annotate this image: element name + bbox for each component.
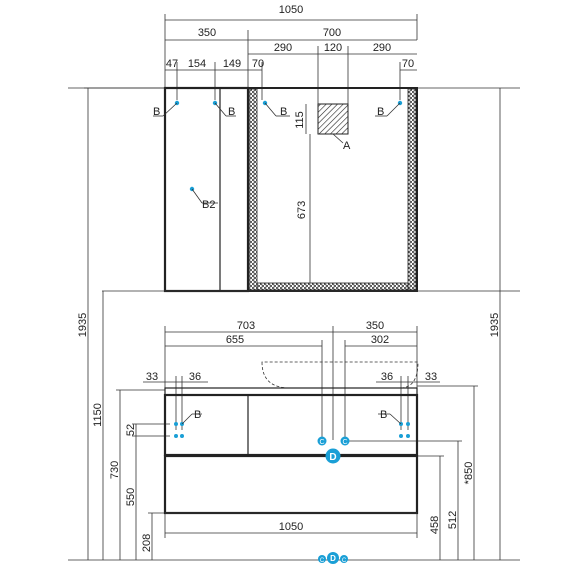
water-point-4 [180, 434, 184, 438]
dim-290-left: 290 [274, 42, 292, 54]
floor-label-d: D [330, 554, 336, 563]
top-dimensions: 1050 350 700 290 120 290 47 154 149 70 7… [164, 4, 418, 104]
dim-120: 120 [324, 42, 342, 54]
dim-290-right: 290 [373, 42, 391, 54]
label-b-3: B [280, 106, 287, 118]
dim-850: *850 [463, 462, 475, 485]
label-b2-point: B2 [202, 199, 215, 211]
dim-700-top: 700 [323, 27, 341, 39]
dim-1935-left: 1935 [77, 313, 89, 337]
mirror-edge-bottom [256, 282, 409, 291]
dim-1935-right: 1935 [489, 313, 501, 337]
water-point-7 [399, 434, 403, 438]
floor-marker-c-2 [340, 555, 348, 563]
hatched-lamp-a [317, 103, 349, 135]
marker-c-left [317, 436, 327, 446]
marker-c-right [340, 436, 350, 446]
dim-33-right: 33 [425, 371, 437, 383]
label-a: A [343, 140, 351, 152]
floor-label-c-2: C [342, 558, 347, 564]
dim-673: 673 [296, 201, 308, 219]
dim-36-left: 36 [189, 371, 201, 383]
dim-115: 115 [294, 111, 306, 129]
label-b-vanity-left: B [194, 409, 201, 421]
dim-730: 730 [109, 461, 121, 479]
dim-33-left: 33 [146, 371, 158, 383]
floor-marker-d [327, 552, 339, 564]
height-dimensions: 1935 1150 730 550 52 208 458 512 *850 19… [77, 87, 501, 560]
dim-458: 458 [429, 516, 441, 534]
floor-marker-c-1 [318, 555, 326, 563]
water-point-6 [406, 422, 410, 426]
mirror-edge-right [407, 88, 417, 291]
mirror-cabinet: 115 673 A B B B B B2 [68, 86, 520, 293]
dim-47: 47 [166, 58, 178, 70]
basin-outline [261, 361, 419, 389]
dim-52: 52 [125, 424, 137, 436]
dim-1150: 1150 [92, 403, 104, 427]
label-c-right: C [342, 439, 347, 446]
floor: C D C [68, 552, 520, 564]
dim-208: 208 [141, 534, 153, 552]
label-b-4: B [377, 106, 384, 118]
water-point-3 [174, 434, 178, 438]
dim-302: 302 [371, 334, 389, 346]
dim-350-top: 350 [198, 27, 216, 39]
dim-70-right: 70 [402, 58, 414, 70]
dim-703: 703 [237, 320, 255, 332]
dim-1050-bottom: 1050 [279, 521, 303, 533]
dim-512: 512 [447, 511, 459, 529]
label-d: D [329, 452, 336, 463]
label-c-left: C [319, 439, 324, 446]
dim-36-right: 36 [381, 371, 393, 383]
label-b-vanity-right: B [380, 409, 387, 421]
label-b-1: B [153, 106, 160, 118]
vanity-cabinet: B B C C D [163, 361, 419, 515]
dim-154: 154 [188, 58, 206, 70]
dim-350-bottom: 350 [366, 320, 384, 332]
floor-label-c-1: C [320, 558, 325, 564]
vanity-dimensions: 703 350 655 302 33 36 36 33 1050 [143, 320, 440, 538]
lower-drawer [163, 454, 419, 515]
marker-d [325, 448, 341, 464]
label-b-2: B [228, 106, 235, 118]
dim-550: 550 [125, 488, 137, 506]
mirror-edge-left [248, 88, 258, 291]
dim-70-left: 70 [252, 58, 264, 70]
dim-655: 655 [226, 334, 244, 346]
water-point-1 [174, 422, 178, 426]
water-point-8 [406, 434, 410, 438]
dim-1050-top: 1050 [279, 4, 303, 16]
dim-149: 149 [223, 58, 241, 70]
upper-compartment [163, 393, 419, 457]
